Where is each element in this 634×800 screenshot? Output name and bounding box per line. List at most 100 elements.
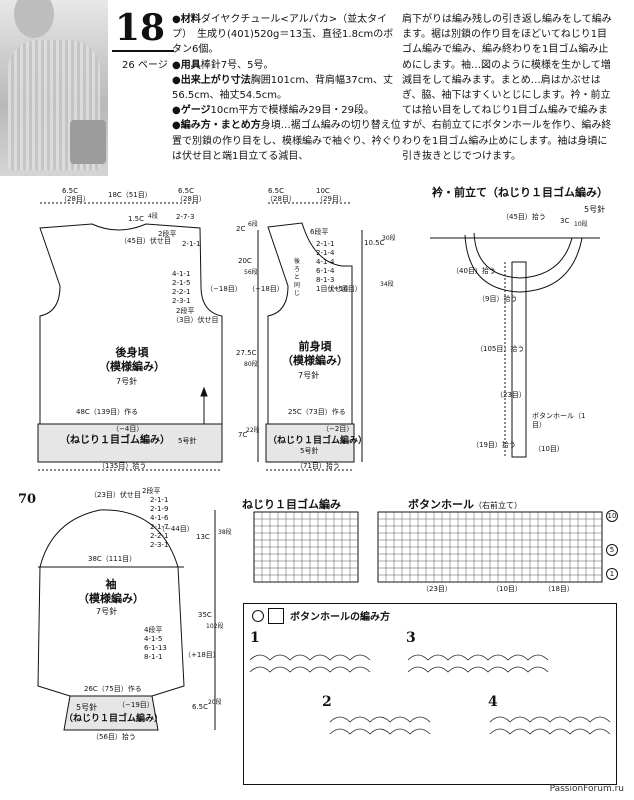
step-illustrations (249, 654, 611, 735)
back-body-subtitle: （模様編み） (99, 360, 165, 373)
size-key: ●出来上がり寸法 (172, 74, 251, 86)
sleeve-cap-len: 13C (196, 533, 210, 541)
buttonhole-steps-title: ボタンホールの編み方 (290, 612, 390, 623)
back-neck-depth: 1.5C (128, 215, 145, 223)
tools-text: 棒針7号、5号。 (200, 59, 274, 71)
step-2: 2 (322, 694, 332, 710)
back-rib-needle: 5号針 (178, 437, 197, 445)
collar-needle: 5号針 (584, 205, 606, 214)
sleeve-side-inc-2: 6-1-13 (144, 644, 167, 652)
model-photo (0, 0, 108, 176)
collar-top-pick: （45目）拾う (502, 213, 546, 221)
sleeve-cuff (63, 695, 159, 731)
front-body-len: 27.5C (236, 349, 257, 357)
sleeve-cap-dec-0: 2-1-1 (150, 496, 169, 504)
front-body-rows: 80段 (244, 361, 258, 368)
sleeve-side-inc-3: 8-1-1 (144, 653, 163, 661)
back-shoulder-r2: （28目） (176, 195, 206, 203)
instructions-col1: ●材料ダイヤクチュール<アルパカ>（並太タイプ） 生成り(401)520g＝13… (172, 12, 402, 164)
sleeve-title: 袖 (105, 578, 117, 591)
back-body-width: 48C（139目）作る (76, 408, 139, 416)
back-neck-bind: （45目）伏せ目 (120, 237, 171, 245)
back-shoulder-l2: （28目） (60, 195, 90, 203)
front-body-width: 25C（73目）作る (288, 408, 346, 416)
back-rib-band (37, 423, 223, 463)
sleeve-cuff-pick: （56目）拾う (92, 733, 136, 741)
back-arm-dec: 4-1-1 2-1-5 2-2-1 2-3-1 (172, 270, 190, 306)
front-neck-dec-3: 6-1-4 (316, 267, 335, 275)
sleeve-cap-dec-3: 2-1-7 (150, 523, 169, 531)
gauge-text: 10cm平方で模様編み29目・29段。 (210, 105, 374, 117)
front-rib-count: （−2目） (322, 425, 354, 433)
sleeve-cuff-len: 6.5C (192, 703, 209, 711)
collar-bottom-rows: （10目） (534, 445, 564, 453)
back-arm-dec-0: 4-1-1 (172, 270, 191, 278)
marker-1: 1 (606, 568, 618, 580)
back-rib-label: （ねじり１目ゴム編み） (60, 435, 170, 446)
model-head (14, 0, 54, 38)
front-mid-len: 34段 (380, 281, 394, 288)
back-body-title: 後身頃 (115, 346, 149, 359)
front-rib-label: （ねじり１目ゴム編み） (268, 436, 368, 446)
instructions-col2: 肩下がりは編み残しの引き返し編みをして編みます。裾は別鎖の作り目をほどいてねじり… (402, 14, 612, 162)
front-body-outline (267, 222, 353, 425)
sleeve-cap-dec: 2-1-1 2-1-9 4-1-6 2-1-7 2-2-1 2-3-1 (150, 496, 168, 550)
collar-buttonhole: ボタンホール（1目） (532, 412, 586, 429)
sleeve-cap-rows: 38段 (218, 529, 232, 536)
pattern-number: 18 (115, 7, 166, 49)
collar-front-pick: （105目）拾う (476, 345, 525, 353)
back-shoulder-l: 6.5C (62, 187, 79, 195)
bh-bottom-a: （23目） (422, 585, 452, 593)
front-armhole-rows: 56段 (244, 269, 258, 276)
sleeve-cuff-rows: 20段 (208, 699, 222, 706)
marker-5: 5 (606, 544, 618, 556)
method-text: 身頃…裾ゴム編みの切り替え位置で別鎖の作り目をし、模様編みで袖ぐり、衿ぐりは伏せ… (172, 120, 402, 162)
front-body-subtitle: （模様編み） (282, 354, 348, 367)
back-arm-dec-1: 2-1-5 (172, 279, 191, 287)
front-rib-rows: 22段 (246, 427, 260, 434)
front-same-as-back: 後ろと同じ (294, 258, 301, 297)
front-neck-flat: 6段平 (310, 228, 329, 236)
collar-top-rows: 10段 (574, 221, 588, 228)
collar-curve (464, 234, 583, 293)
sleeve-cap-dec-5: 2-3-1 (150, 541, 169, 549)
sleeve-len: 35C (198, 611, 212, 619)
front-neck-dec-2: 4-1-4 (316, 258, 335, 266)
sleeve-side-inc-1: 4-1-5 (144, 635, 163, 643)
sleeve-subtitle: （模様編み） (78, 592, 144, 605)
front-body-needle: 7号針 (298, 371, 320, 380)
collar-side-pick: （40目）拾う (452, 267, 496, 275)
rib-chart-title: ねじり１目ゴム編み (242, 498, 341, 511)
back-neck-dec2: 2-1-1 (182, 240, 201, 248)
front-rib-needle: 5号針 (300, 447, 319, 455)
front-rib-len: 7C (238, 431, 248, 439)
gauge-key: ●ゲージ (172, 105, 211, 117)
sleeve-cuff-width: 26C（75目）作る (84, 685, 142, 693)
front-armhole: 20C (238, 257, 252, 265)
watermark: PassionForum.ru (549, 784, 624, 794)
front-band (511, 261, 527, 458)
collar-title: 衿・前立て（ねじり１目ゴム編み） (432, 186, 608, 199)
sleeve-cuff-count: （−19目） (118, 701, 154, 709)
sleeve-side-inc: 4段平 4-1-5 6-1-13 8-1-1 (144, 626, 167, 662)
sleeve-cap-bind: （23目）伏せ目 (90, 491, 141, 499)
front-neck-len: 10.5C (364, 239, 385, 247)
sleeve-side-inc-0: 4段平 (144, 626, 163, 634)
front-neck-dec-0: 2-1-1 (316, 240, 335, 248)
front-sh-rows: 6段 (248, 221, 258, 228)
step-4: 4 (488, 694, 498, 710)
buttonhole-chart-subtitle: （右前立て） (474, 501, 522, 510)
back-flat2: 2段平 (158, 230, 177, 238)
back-neck-dec: 2-7-3 (176, 213, 195, 221)
buttonhole-chart-title: ボタンホール（右前立て） (408, 496, 522, 512)
back-neck-width: 18C（51目） (108, 191, 152, 199)
front-neck-dec-5: 1目伏せ目 (316, 285, 349, 293)
circle-symbol (252, 610, 264, 622)
sleeve-rows: 102段 (206, 623, 224, 630)
front-rib-band (265, 423, 355, 463)
header-rule (112, 50, 174, 52)
sleeve-side-count: （+18目） (184, 651, 220, 659)
front-shoulder: 6.5C (268, 187, 285, 195)
sleeve-rib-needle: 5号針 (76, 703, 98, 712)
